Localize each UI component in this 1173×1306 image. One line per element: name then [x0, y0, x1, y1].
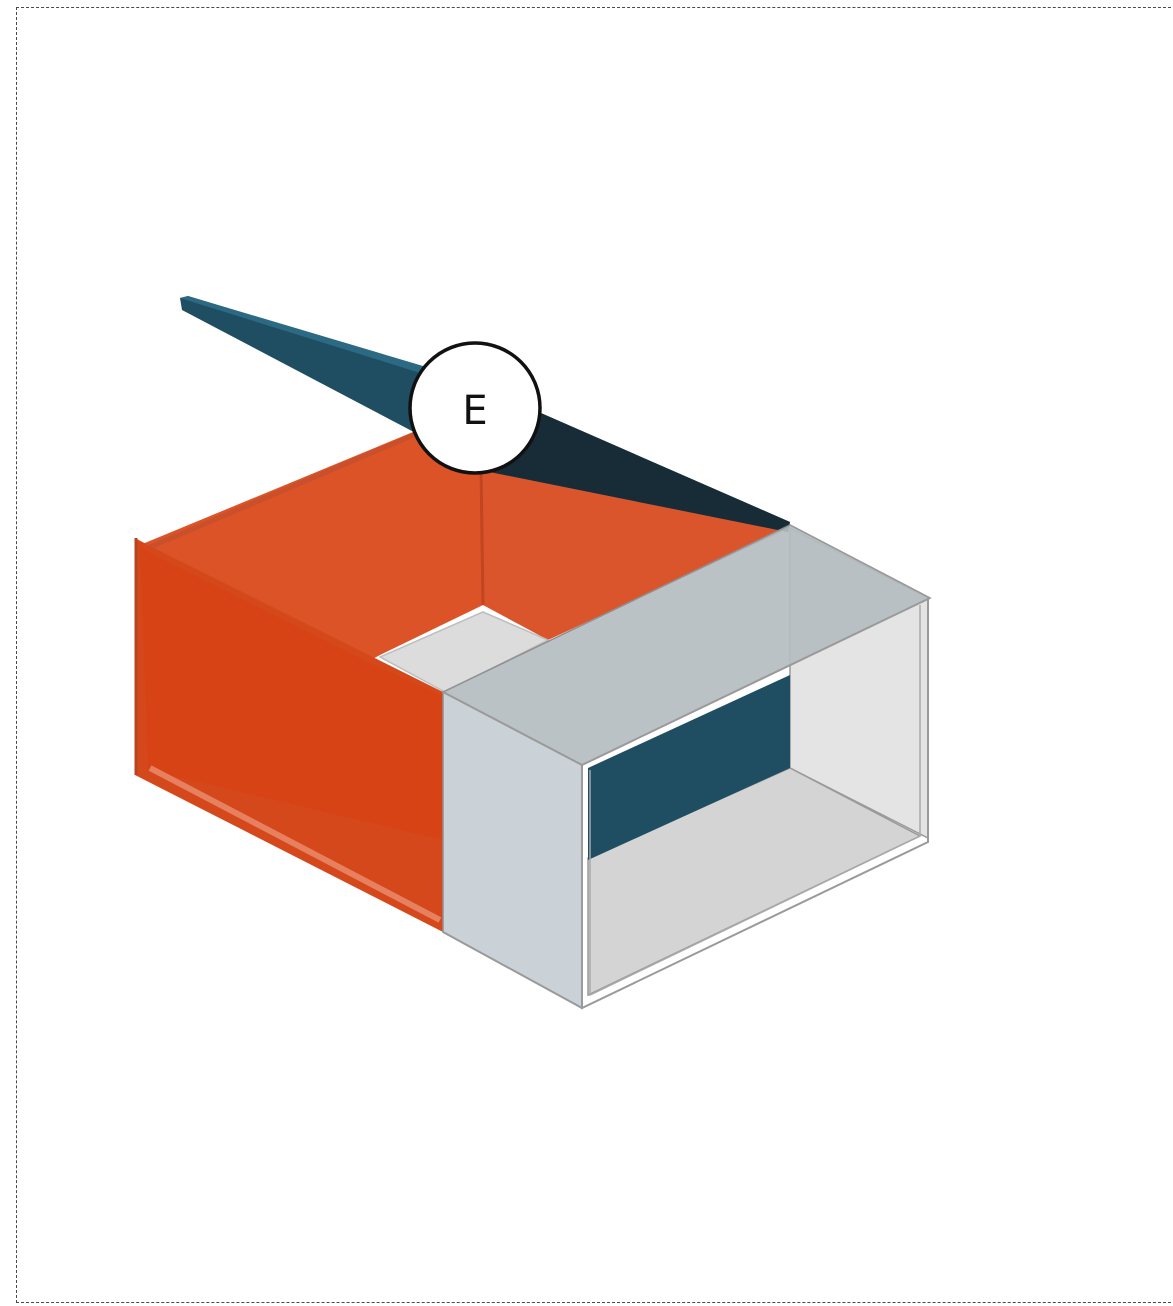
sleeve-left-top-edge [442, 691, 583, 766]
teal-inner-panel [588, 675, 790, 860]
sleeve-inner-frame [589, 605, 921, 997]
orange-box-floor [378, 611, 550, 693]
orange-bottom-rail [148, 765, 442, 923]
dashed-frame [16, 7, 1173, 1303]
sleeve-left-bottom-edge [442, 931, 583, 1009]
callout-label: E [462, 388, 487, 434]
sleeve-top-front-edge [581, 597, 931, 766]
orange-top-rim [147, 425, 431, 551]
callout-circle [408, 341, 542, 475]
sleeve-front-frame [581, 598, 929, 1010]
callout-marker: E [408, 341, 542, 475]
orange-inner-corner-edge [479, 469, 485, 606]
lid-edge-highlight [180, 296, 470, 386]
orange-front-left-wall-highlight [140, 548, 443, 840]
orange-back-right-wall [480, 470, 790, 640]
lid-shadow-face [470, 382, 790, 532]
sleeve-back-top-edge [789, 524, 931, 599]
